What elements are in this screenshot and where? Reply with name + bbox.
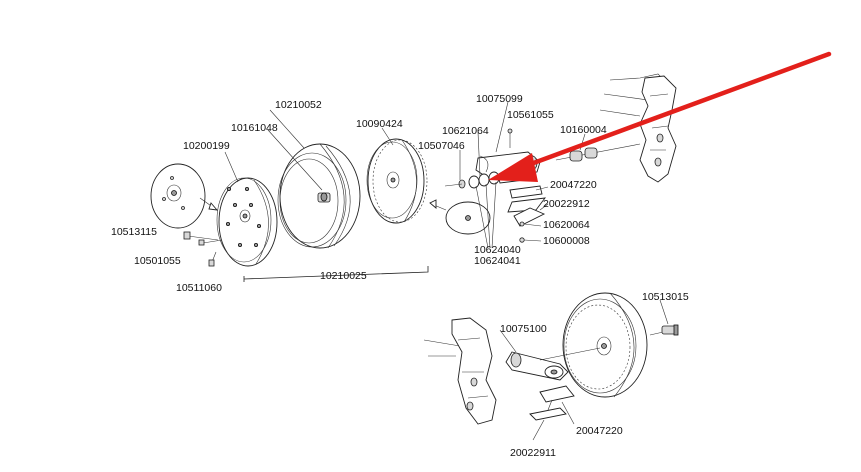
nut-10620064	[519, 221, 525, 227]
label-10090424: 10090424	[356, 118, 403, 130]
frame-lower-left	[423, 317, 497, 425]
label-20022912: 20022912	[543, 198, 590, 210]
frame-upper-right	[599, 73, 677, 183]
bushing-10160004	[555, 143, 641, 162]
label-10513115: 10513115	[111, 226, 157, 238]
label-10501055: 10501055	[134, 255, 181, 267]
hub-plate-10620064	[429, 199, 491, 235]
label-10513015: 10513015	[642, 291, 689, 303]
plate-20022912	[513, 207, 546, 227]
label-10160004: 10160004	[560, 124, 607, 136]
red-annotation-arrow	[488, 51, 832, 182]
label-10511060: 10511060	[176, 282, 222, 294]
label-10210025: 10210025	[320, 270, 367, 282]
label-10624041: 10624041	[474, 255, 521, 267]
washers-10624040	[444, 171, 500, 189]
label-10621064: 10621064	[442, 125, 489, 137]
bolt-10513015	[649, 324, 679, 336]
bolt-10501055	[198, 239, 223, 246]
bolt-10511060	[208, 251, 217, 267]
bolt-10513115	[183, 231, 219, 241]
assembly-bracket-10210025	[243, 266, 429, 282]
part-labels: 10210052 10161048 10200199 10090424 1007…	[111, 93, 689, 459]
arm-10075100	[505, 351, 569, 381]
flange-disc-10200199	[216, 177, 278, 267]
tyre-10210052	[277, 143, 361, 249]
label-10507046: 10507046	[418, 140, 465, 152]
screw-10561055	[507, 128, 513, 148]
label-10161048: 10161048	[231, 122, 278, 134]
label-10624040: 10624040	[474, 244, 521, 256]
label-10210052: 10210052	[275, 99, 322, 111]
label-10561055: 10561055	[507, 109, 554, 121]
label-10075100: 10075100	[500, 323, 547, 335]
label-20022911: 20022911	[510, 447, 556, 459]
rim-10090424	[366, 138, 428, 224]
plate-20047220	[507, 185, 546, 213]
label-10620064: 10620064	[543, 219, 590, 231]
plate-20022911	[529, 399, 567, 421]
gauge-wheel-lower	[539, 292, 648, 398]
hub-cap-10200199	[150, 163, 219, 229]
label-10075099: 10075099	[476, 93, 523, 105]
label-10600008: 10600008	[543, 235, 590, 247]
label-20047220: 20047220	[550, 179, 597, 191]
washer-10600008	[519, 237, 525, 243]
label-20047220-lower: 20047220	[576, 425, 623, 437]
plate-20047220-lower	[539, 385, 575, 403]
label-10200199: 10200199	[183, 140, 230, 152]
